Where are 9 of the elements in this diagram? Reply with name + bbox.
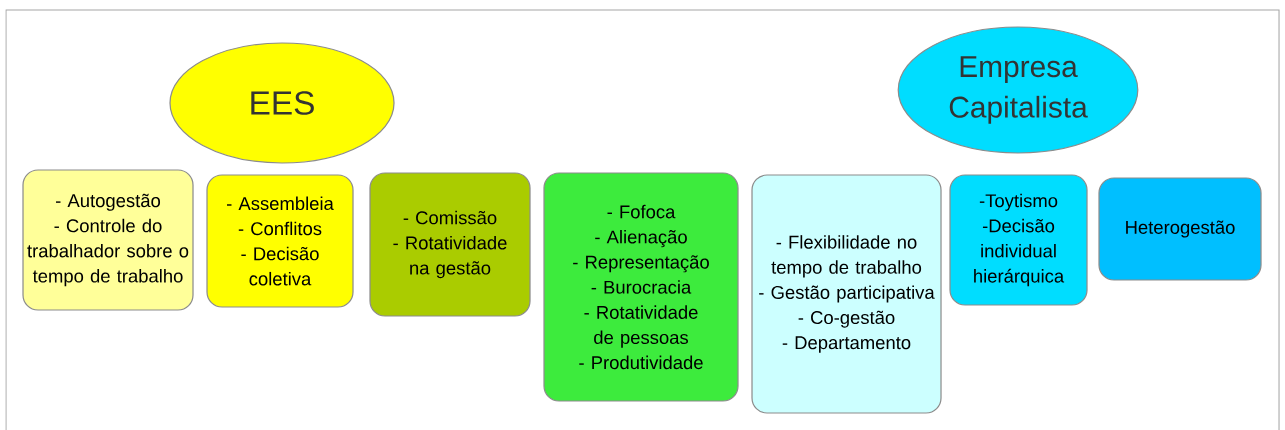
oval-label: Empresa Capitalista <box>897 26 1139 154</box>
rounded-box: - Comissão - Rotatividade na gestão <box>369 172 531 317</box>
rounded-box: Heterogestão <box>1098 177 1262 281</box>
rounded-box: - Autogestão - Controle do trabalhador sobre o tempo de trabalho <box>22 169 194 311</box>
rounded-box: -Toytismo -Decisão individual hierárquica <box>949 174 1088 306</box>
rounded-box: - Fofoca - Alienação - Representação - Burocracia - Rotatividade de pessoas - Produtividade <box>543 172 739 402</box>
rounded-box: - Flexibilidade no tempo de trabalho - Gestão participativa - Co-gestão - Departamento <box>751 174 942 414</box>
rounded-box: - Assembleia - Conflitos - Decisão coletiva <box>206 174 354 308</box>
oval-label: EES <box>169 42 395 164</box>
